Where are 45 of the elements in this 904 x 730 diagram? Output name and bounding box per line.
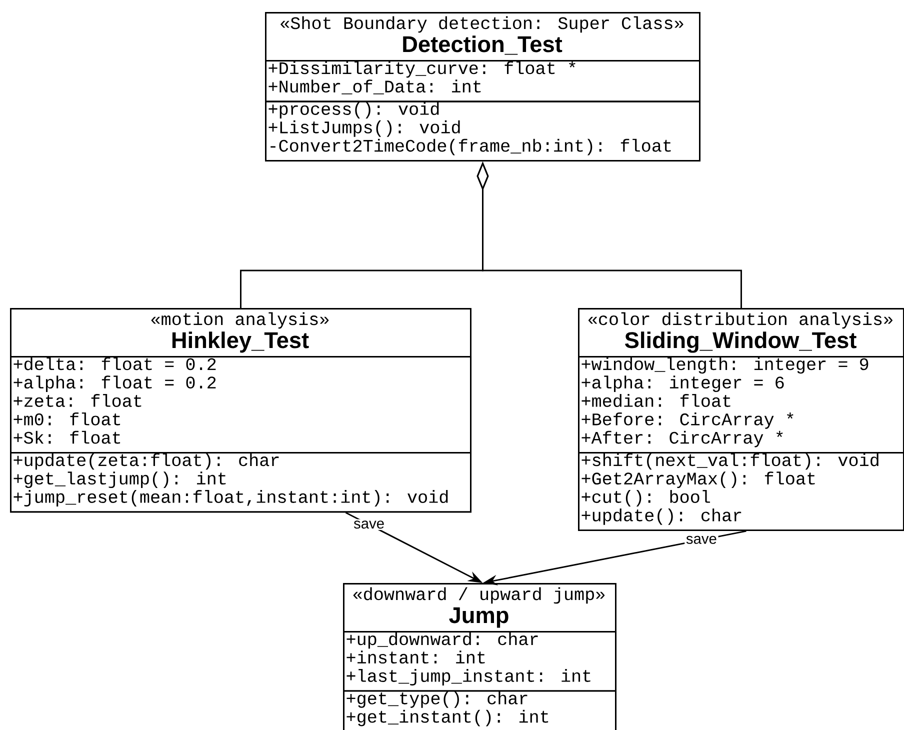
member-text: +update(zeta:float): char [14, 453, 279, 470]
compartment-box [343, 690, 616, 730]
member-text: +Sk: float [14, 430, 120, 444]
member-text: +process(): void [268, 102, 439, 118]
compartment-box [578, 356, 904, 454]
compartment-box [265, 100, 700, 162]
member-text: +alpha: integer = 6 [582, 376, 784, 392]
member-text: +Before: CircArray * [582, 412, 794, 429]
member-text: +last_jump_instant: int [346, 669, 590, 686]
class-name: Detection_Test [403, 36, 562, 55]
compartment-box [10, 452, 472, 513]
member-text: -Convert2TimeCode(frame_nb:int): float [270, 138, 671, 156]
member-text: +get_type(): char [346, 691, 528, 708]
stereotype-text: «color distribution analysis» [588, 312, 892, 329]
member-text: +m0: float [14, 412, 120, 426]
stereotype-text: «Shot Boundary detection: Super Class» [280, 16, 684, 33]
member-text: +ListJumps(): void [268, 120, 460, 137]
member-text: +instant: int [346, 650, 485, 664]
member-text: +cut(): bool [582, 490, 710, 506]
member-text: +get_lastjump(): int [14, 472, 226, 488]
class-name: Sliding_Window_Test [624, 332, 856, 353]
member-text: +Get2ArrayMax(): float [582, 472, 815, 488]
member-text: +shift(next_val:float): void [582, 453, 878, 470]
member-text: +get_instant(): int [346, 710, 548, 726]
stereotype-text: «downward / upward jump» [353, 587, 605, 604]
member-text: +alpha: float = 0.2 [14, 376, 216, 392]
member-text: +window_length: integer = 9 [582, 357, 868, 374]
class-name: Jump [449, 607, 508, 628]
member-text: +jump_reset(mean:float,instant:int): void [14, 490, 448, 506]
member-text: +update(): char [582, 508, 742, 525]
compartment-box [578, 452, 904, 532]
compartment-box [10, 356, 472, 454]
edge-label: save [354, 520, 384, 529]
stereotype-text: «motion analysis» [151, 312, 329, 329]
member-text: +up_downward: char [346, 632, 538, 649]
compartment-box [265, 60, 700, 102]
member-text: +zeta: float [14, 394, 142, 407]
member-text: +delta: float = 0.2 [14, 357, 216, 370]
member-text: +median: float [582, 394, 730, 408]
class-name: Hinkley_Test [172, 332, 309, 353]
member-text: +After: CircArray * [582, 430, 783, 448]
member-text: +Dissimilarity_curve: float * [268, 61, 576, 78]
compartment-box [343, 631, 616, 692]
member-text: +Number_of_Data: int [268, 80, 481, 94]
edge-label: save [686, 536, 716, 544]
